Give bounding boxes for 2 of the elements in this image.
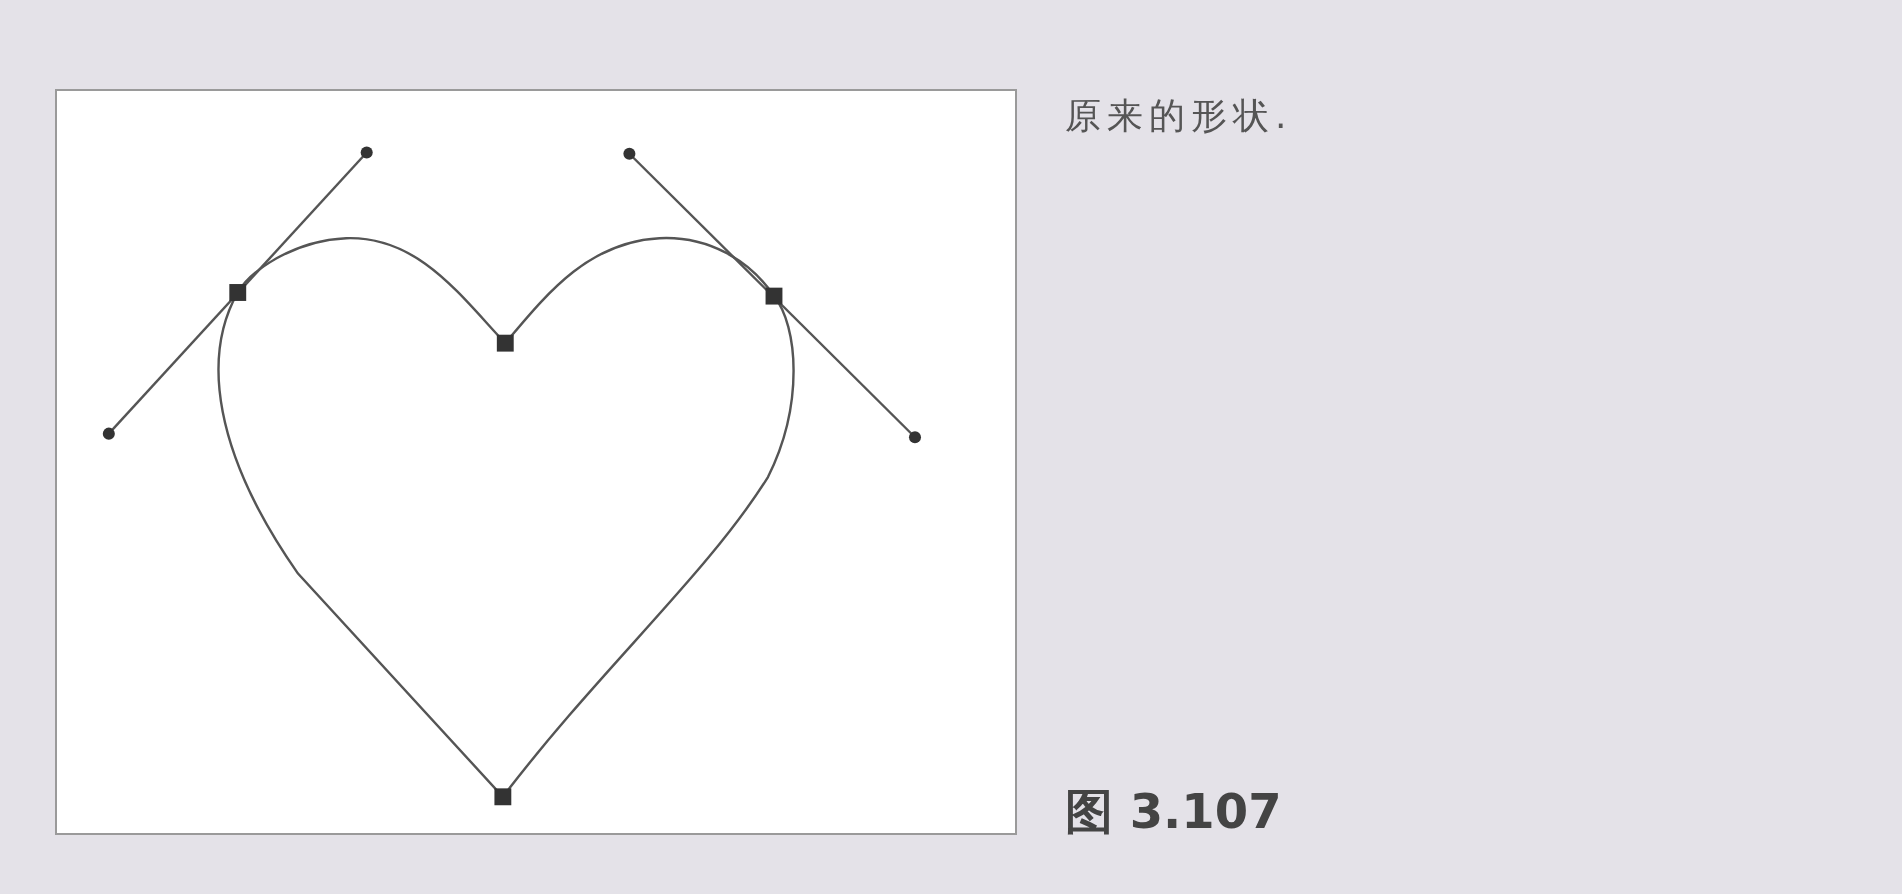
figure-caption: 图 3.107	[1065, 782, 1282, 841]
description-text: 原来的形状.	[1065, 94, 1293, 138]
